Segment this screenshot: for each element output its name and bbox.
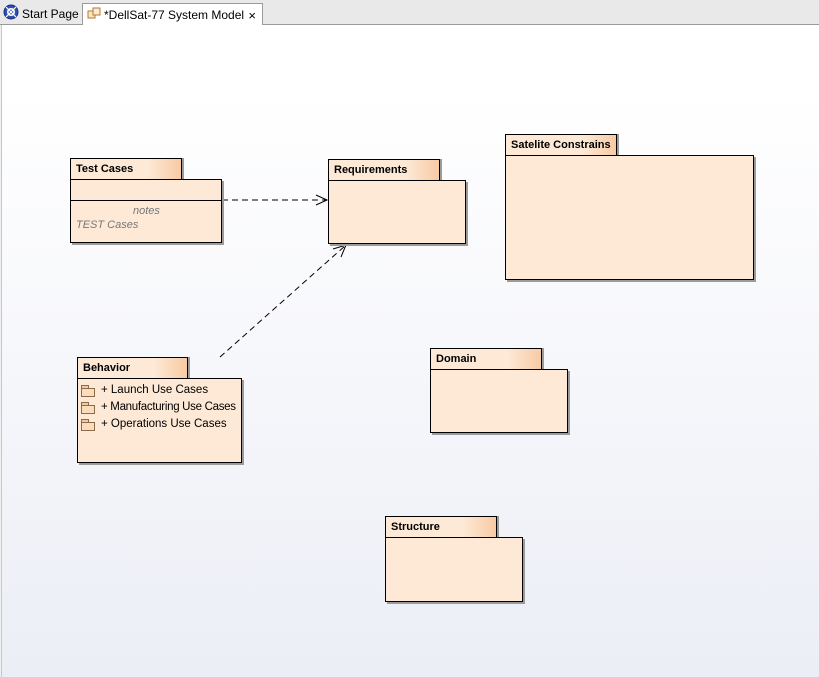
package-folder-icon [81, 401, 95, 414]
child-label: + Launch Use Cases [101, 384, 209, 396]
start-page-icon [3, 4, 19, 23]
child-label: + Manufacturing Use Cases [101, 401, 236, 413]
package-body [505, 155, 754, 280]
child-label: + Operations Use Cases [101, 418, 227, 430]
package-title: Behavior [77, 357, 188, 378]
tab-label: *DellSat-77 System Model [104, 8, 245, 22]
tab-label: Start Page [22, 6, 79, 21]
package-child-manufacturing-use-cases[interactable]: + Manufacturing Use Cases [81, 401, 236, 414]
package-title: Requirements [328, 159, 440, 180]
package-folder-icon [81, 418, 95, 431]
package-folder-icon [81, 384, 95, 397]
close-icon[interactable]: × [248, 7, 256, 23]
package-title: Test Cases [70, 158, 182, 179]
notes-text: TEST Cases [76, 219, 139, 231]
notes-label: notes [133, 205, 160, 217]
document-tab-bar: Start Page *DellSat-77 System Model × [0, 0, 819, 26]
package-title: Domain [430, 348, 542, 369]
notes-separator [71, 200, 221, 201]
package-body [430, 369, 568, 433]
package-child-operations-use-cases[interactable]: + Operations Use Cases [81, 418, 227, 431]
package-child-launch-use-cases[interactable]: + Launch Use Cases [81, 384, 209, 397]
tab-system-model[interactable]: *DellSat-77 System Model × [82, 3, 263, 26]
package-body [385, 537, 523, 602]
diagram-icon [87, 7, 101, 24]
package-body [328, 180, 466, 244]
package-body: notes TEST Cases [70, 179, 222, 243]
tab-start-page[interactable]: Start Page [0, 2, 85, 25]
package-body: + Launch Use Cases + Manufacturing Use C… [77, 378, 242, 463]
package-title: Structure [385, 516, 497, 537]
package-title: Satelite Constrains [505, 134, 617, 155]
